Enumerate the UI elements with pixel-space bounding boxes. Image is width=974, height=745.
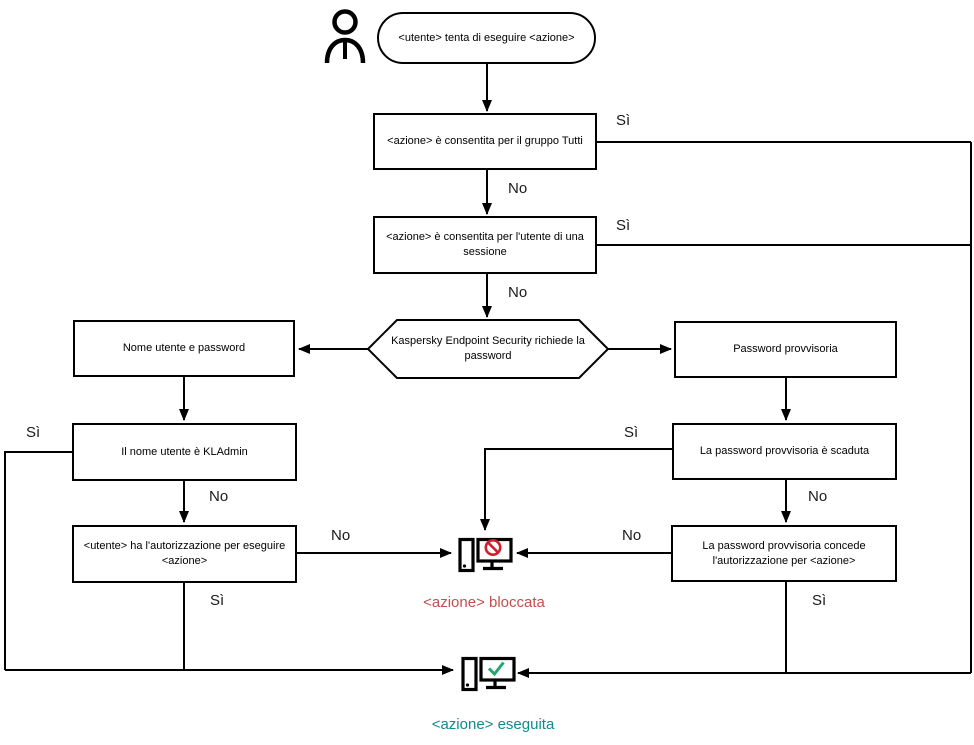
- outcome-blocked-label: <azione> bloccata: [423, 594, 545, 611]
- executed-computer-icon: [461, 656, 516, 692]
- node-group-all: <azione> è consentita per il gruppo Tutt…: [373, 113, 597, 170]
- edge-label-no-group-all: No: [508, 180, 528, 197]
- edge-label-yes-temp-grants: Sì: [812, 592, 827, 609]
- prohibition-icon: [484, 538, 502, 556]
- node-kes-prompt: Kaspersky Endpoint Security richiede la …: [391, 335, 585, 362]
- node-kladmin: Il nome utente è KLAdmin: [72, 423, 297, 481]
- user-icon: [324, 9, 366, 64]
- edge-label-yes-session-user: Sì: [616, 217, 631, 234]
- node-temp-grants: La password provvisoria concede l'autori…: [671, 525, 897, 582]
- edge-label-no-kladmin: No: [209, 488, 229, 505]
- edge-label-no-session-user: No: [508, 284, 528, 301]
- node-temp-password: Password provvisoria: [674, 321, 897, 378]
- start-node: <utente> tenta di eseguire <azione>: [377, 12, 596, 64]
- checkmark-icon: [487, 661, 505, 677]
- blocked-computer-icon: [458, 537, 513, 573]
- outcome-executed-label: <azione> eseguita: [431, 716, 555, 733]
- node-username-password: Nome utente e password: [73, 320, 295, 377]
- node-session-user: <azione> è consentita per l'utente di un…: [373, 216, 597, 274]
- node-user-authorized: <utente> ha l'autorizzazione per eseguir…: [72, 525, 297, 583]
- node-temp-expired: La password provvisoria è scaduta: [672, 423, 897, 480]
- edge-label-yes-kladmin: Sì: [26, 424, 41, 441]
- edge-label-yes-user-authorized: Sì: [210, 592, 225, 609]
- edge-label-no-user-authorized: No: [331, 527, 351, 544]
- edge-label-yes-group-all: Sì: [616, 112, 631, 129]
- edge-label-no-temp-grants: No: [622, 527, 642, 544]
- edge-label-yes-temp-expired: Sì: [624, 424, 639, 441]
- edge-label-no-temp-expired: No: [808, 488, 828, 505]
